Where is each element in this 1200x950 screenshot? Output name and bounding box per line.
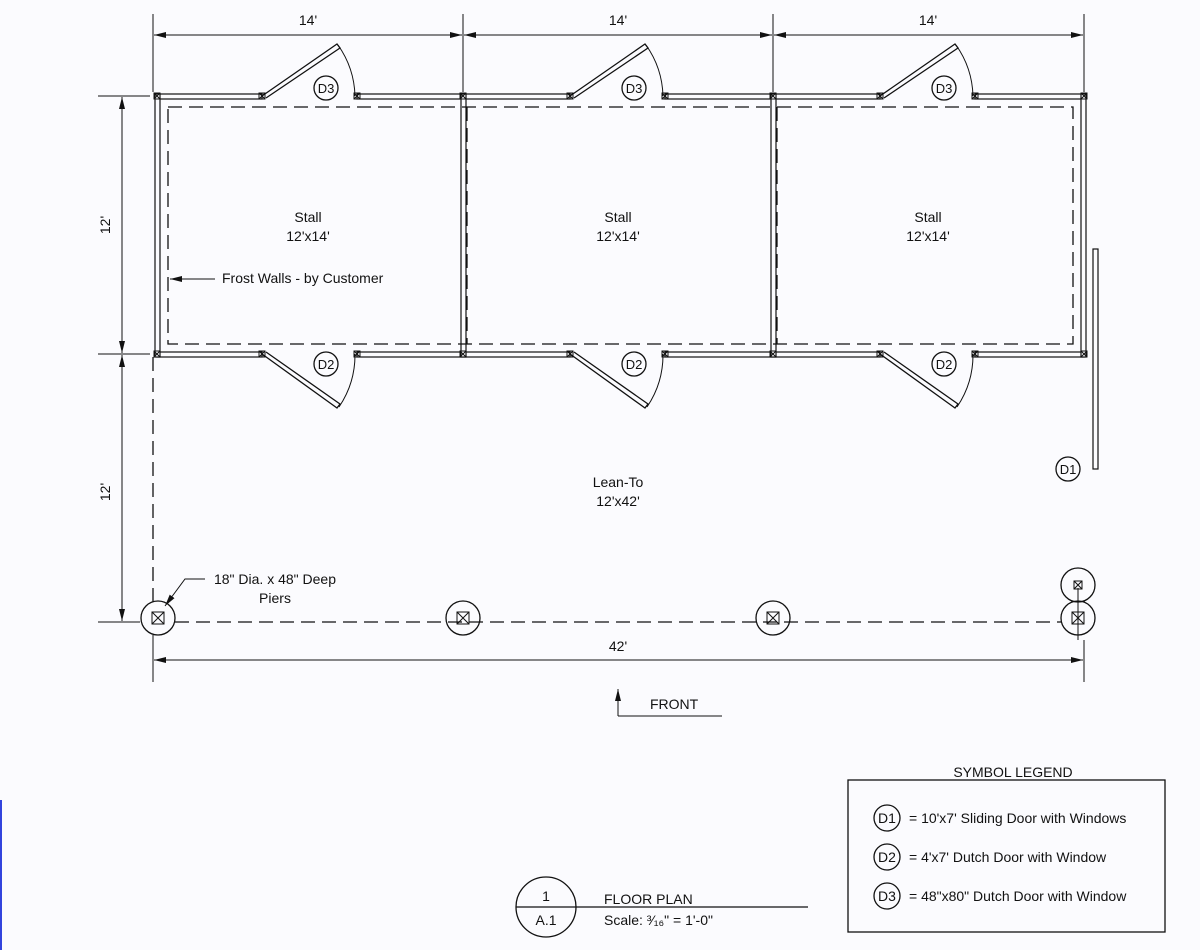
door-tag-d2: D2 <box>318 357 335 372</box>
door-d2-stall-3: D2 <box>876 350 979 409</box>
door-d3-stall-2: D3 <box>566 43 669 101</box>
sliding-door-d1 <box>1092 248 1099 470</box>
dim-stall-2: 14' <box>609 12 627 28</box>
pier-3 <box>755 600 791 636</box>
window-edge <box>0 800 2 950</box>
svg-text:= 48"x80" Dutch Door with Wind: = 48"x80" Dutch Door with Window <box>909 888 1127 904</box>
stall-1-name: Stall <box>294 209 321 225</box>
legend-item-d3: D3 = 48"x80" Dutch Door with Window <box>873 882 1127 910</box>
piers-note-line1: 18" Dia. x 48" Deep <box>214 571 336 587</box>
svg-text:= 10'x7' Sliding Door with Win: = 10'x7' Sliding Door with Windows <box>909 810 1126 826</box>
frost-walls-note: Frost Walls - by Customer <box>222 270 384 286</box>
dim-stall-1: 14' <box>299 12 317 28</box>
stall-2-size: 12'x14' <box>596 228 640 244</box>
leanto-size: 12'x42' <box>596 493 640 509</box>
pier-1 <box>140 600 176 636</box>
svg-text:D1: D1 <box>878 810 896 826</box>
door-tag-d1: D1 <box>1060 462 1077 477</box>
door-tag-d2: D2 <box>626 357 643 372</box>
sheet-number: A.1 <box>535 912 556 928</box>
legend-item-d1: D1 = 10'x7' Sliding Door with Windows <box>873 804 1126 832</box>
piers-note-line2: Piers <box>259 590 291 606</box>
door-tag-d3: D3 <box>936 81 953 96</box>
door-tag-d3: D3 <box>318 81 335 96</box>
dim-leanto-depth: 12' <box>97 483 113 501</box>
legend-item-d2: D2 = 4'x7' Dutch Door with Window <box>873 843 1107 871</box>
leanto-name: Lean-To <box>593 474 644 490</box>
stall-1-size: 12'x14' <box>286 228 330 244</box>
stall-3-size: 12'x14' <box>906 228 950 244</box>
drawing-number: 1 <box>542 888 550 904</box>
door-tag-d2: D2 <box>936 357 953 372</box>
building-walls <box>154 93 1087 358</box>
drawing-scale: Scale: ³⁄₁₆" = 1'-0" <box>604 912 713 928</box>
door-d2-stall-2: D2 <box>566 350 669 409</box>
front-label: FRONT <box>650 696 699 712</box>
stall-3-name: Stall <box>914 209 941 225</box>
stall-2-name: Stall <box>604 209 631 225</box>
dim-stall-depth: 12' <box>97 216 113 234</box>
left-dimensions: 12' 12' <box>97 95 150 623</box>
door-d2-stall-1: D2 <box>258 350 361 409</box>
symbol-legend-box <box>847 779 1166 933</box>
dim-total-length: 42' <box>609 638 627 654</box>
frost-wall-outline <box>167 106 1074 345</box>
svg-text:D3: D3 <box>878 888 896 904</box>
drawing-title: FLOOR PLAN <box>604 891 693 907</box>
door-d3-stall-1: D3 <box>258 43 361 101</box>
door-tag-d1-circle <box>1055 456 1081 482</box>
svg-text:= 4'x7' Dutch Door with Window: = 4'x7' Dutch Door with Window <box>909 849 1107 865</box>
svg-text:D2: D2 <box>878 849 896 865</box>
top-dimensions: 14' 14' 14' <box>152 12 1085 92</box>
dim-stall-3: 14' <box>919 12 937 28</box>
door-d3-stall-3: D3 <box>876 43 979 101</box>
door-tag-d3: D3 <box>626 81 643 96</box>
title-block: 1 A.1 FLOOR PLAN Scale: ³⁄₁₆" = 1'-0" <box>515 876 808 938</box>
pier-2 <box>445 600 481 636</box>
legend-title: SYMBOL LEGEND <box>953 764 1072 780</box>
